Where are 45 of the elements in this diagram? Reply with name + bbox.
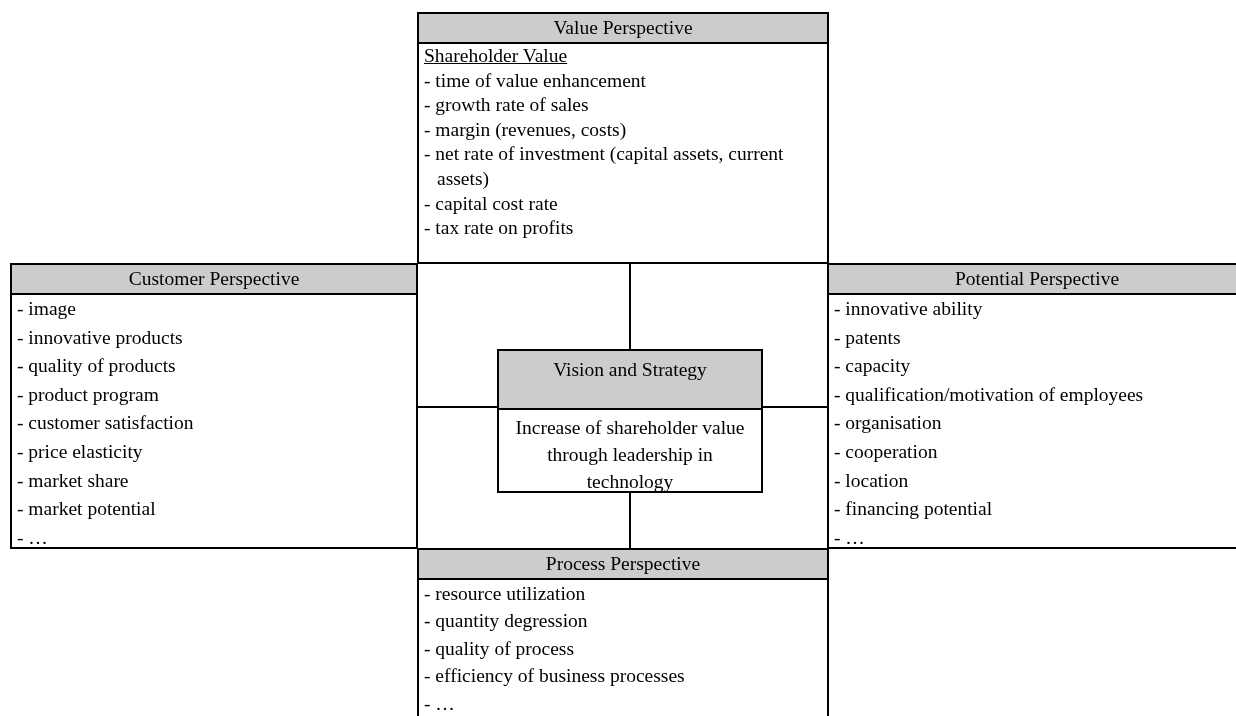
box-heading: Process Perspective (419, 550, 827, 580)
list-item: - market potential (16, 497, 157, 522)
subheading: Shareholder Value (423, 44, 569, 68)
list-item: - quantity degression (423, 609, 589, 634)
connector-line (629, 263, 631, 350)
list-item: - capacity (833, 354, 912, 379)
list-item: - net rate of investment (capital assets, current assets) (423, 142, 785, 191)
list-item: - quality of products (16, 354, 177, 379)
box-heading: Value Perspective (419, 14, 827, 44)
list-item: - organisation (833, 411, 943, 436)
list-item: - quality of process (423, 636, 575, 661)
list-item: - … (16, 525, 49, 550)
perspective-box (417, 12, 829, 264)
list-item: - … (833, 525, 866, 550)
connector-line (629, 492, 631, 549)
vision-box (497, 349, 763, 493)
list-item: - growth rate of sales (423, 93, 590, 118)
list-item: - efficiency of business processes (423, 664, 686, 689)
list-item: - image (16, 297, 77, 321)
connector-line (417, 406, 498, 408)
list-item: - price elasticity (16, 439, 144, 464)
list-item: - qualification/motivation of employees (833, 382, 1145, 407)
list-item: - resource utilization (423, 582, 587, 606)
list-item: - capital cost rate (423, 191, 559, 216)
list-item: - product program (16, 382, 160, 407)
list-item: - innovative products (16, 325, 184, 350)
list-item: - location (833, 468, 910, 493)
perspective-box (827, 263, 1236, 549)
list-item: - customer satisfaction (16, 411, 195, 436)
list-item: - cooperation (833, 439, 939, 464)
strategy-text: Increase of shareholder value through leadership in technology (514, 416, 746, 494)
list-item: - time of value enhancement (423, 68, 647, 93)
list-item: - margin (revenues, costs) (423, 117, 628, 142)
perspective-box (417, 548, 829, 716)
list-item: - innovative ability (833, 297, 984, 321)
perspective-box (10, 263, 418, 549)
connector-line (762, 406, 828, 408)
box-heading: Potential Perspective (829, 265, 1236, 295)
list-item: - patents (833, 325, 902, 350)
box-heading: Vision and Strategy (499, 351, 761, 410)
list-item: - market share (16, 468, 130, 493)
box-heading: Customer Perspective (12, 265, 416, 295)
list-item: - … (423, 691, 456, 716)
list-item: - financing potential (833, 497, 994, 522)
list-item: - tax rate on profits (423, 216, 575, 241)
